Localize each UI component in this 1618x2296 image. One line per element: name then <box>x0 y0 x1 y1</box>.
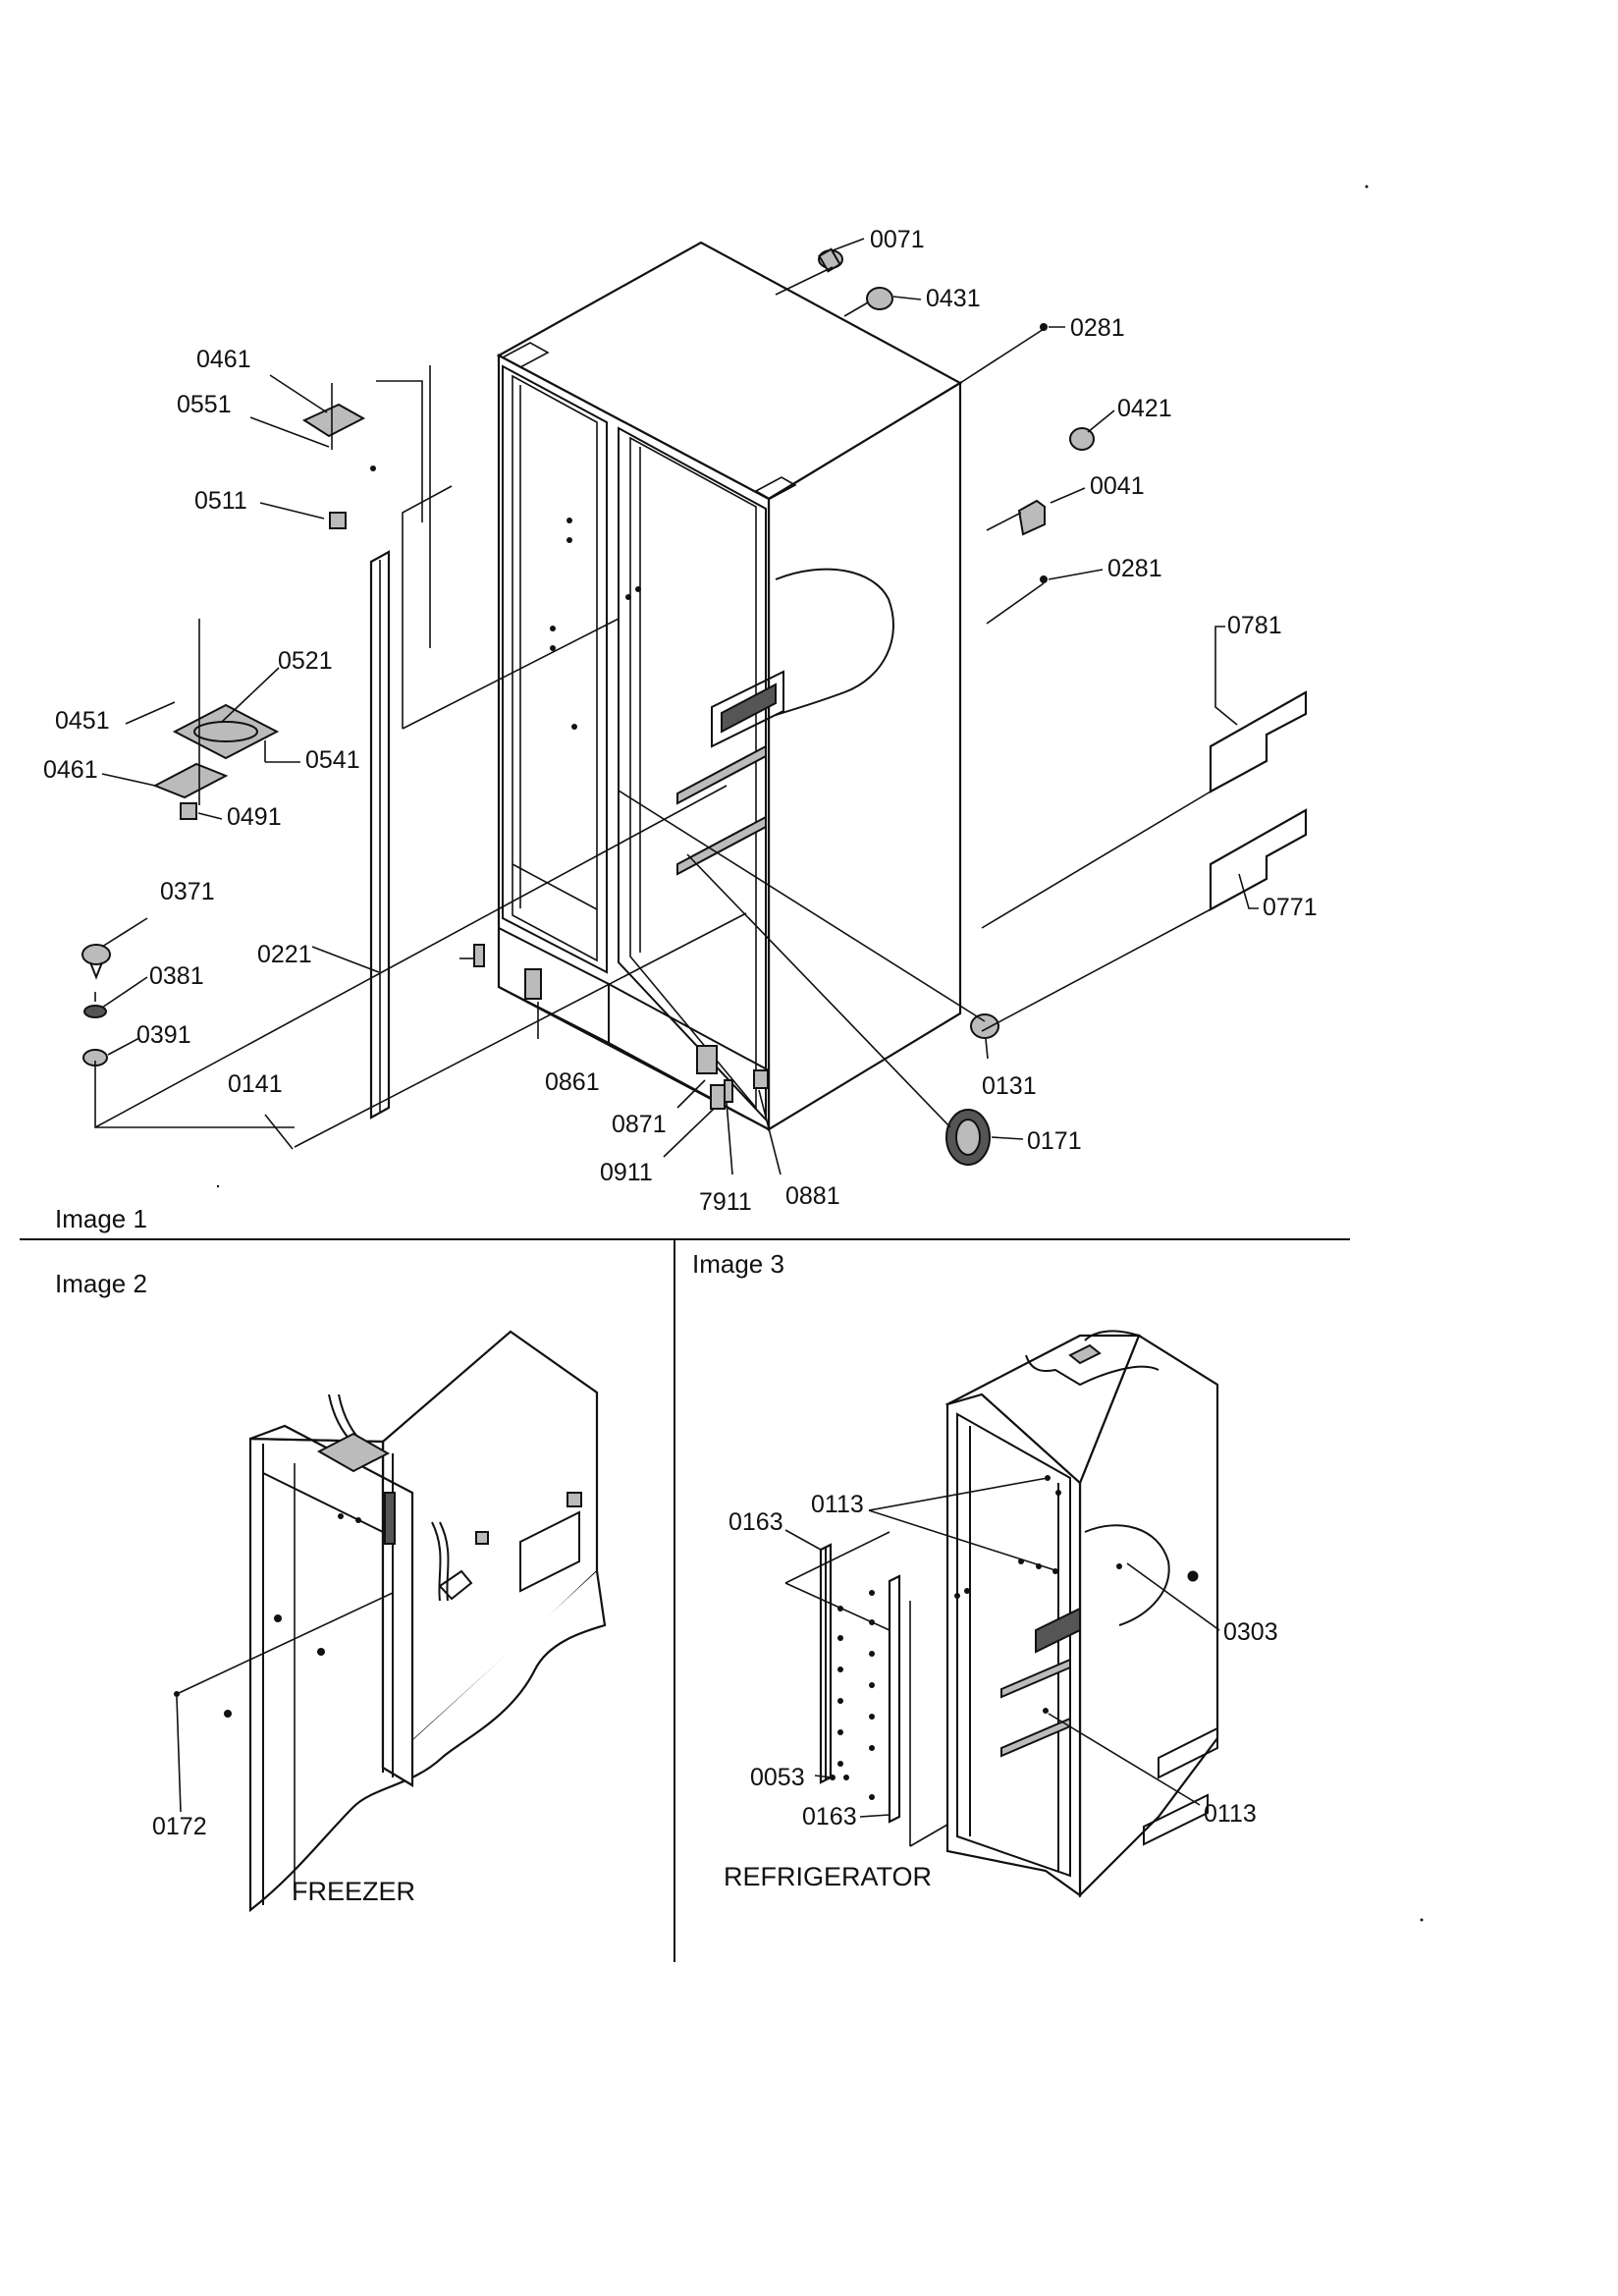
part-label-0281: 0281 <box>1070 314 1125 342</box>
part-label-0371: 0371 <box>160 878 215 905</box>
freezer-liner-view <box>174 1330 607 1913</box>
door-gasket-strip <box>369 550 391 1120</box>
part-label-0871: 0871 <box>612 1111 667 1138</box>
part-label-0071: 0071 <box>870 226 925 253</box>
part-label-0551: 0551 <box>177 391 232 418</box>
cabinet-assembly <box>496 241 963 1131</box>
part-label-0113-upper: 0113 <box>811 1491 864 1518</box>
part-label-0781: 0781 <box>1227 612 1282 639</box>
part-label-0461-lower: 0461 <box>43 756 98 784</box>
part-label-0881: 0881 <box>785 1182 840 1210</box>
part-label-0541: 0541 <box>305 746 360 774</box>
caption-refrigerator: REFRIGERATOR <box>724 1862 932 1891</box>
section-title-image-1: Image 1 <box>55 1204 147 1233</box>
rear-components <box>618 247 1095 1166</box>
section-title-image-3: Image 3 <box>692 1249 784 1279</box>
part-label-0421: 0421 <box>1117 395 1172 422</box>
leveler-parts <box>81 785 747 1148</box>
part-label-0163-lower: 0163 <box>802 1803 857 1831</box>
caption-freezer: FREEZER <box>292 1877 415 1906</box>
part-label-0113-lower: 0113 <box>1204 1800 1257 1828</box>
lower-hinge-parts <box>459 944 769 1110</box>
scan-speck <box>1365 185 1369 189</box>
part-label-0281-lower: 0281 <box>1107 555 1162 582</box>
part-label-0053: 0053 <box>750 1764 805 1791</box>
part-label-0431: 0431 <box>926 285 981 312</box>
part-label-0771: 0771 <box>1263 894 1318 921</box>
freezer-opening <box>502 364 608 974</box>
part-label-0131: 0131 <box>982 1072 1037 1100</box>
part-label-0451: 0451 <box>55 707 110 735</box>
part-label-0303: 0303 <box>1223 1618 1278 1646</box>
part-label-0491: 0491 <box>227 803 282 831</box>
part-label-0861: 0861 <box>545 1068 600 1096</box>
part-labels-image-1: 0071 0431 0281 0421 0041 0281 0781 0771 … <box>43 226 1318 1216</box>
part-label-0521: 0521 <box>278 647 333 675</box>
side-trim-panels <box>981 690 1308 1032</box>
door-hinge-hardware <box>152 365 620 820</box>
part-label-0171: 0171 <box>1027 1127 1082 1155</box>
part-label-7911: 7911 <box>699 1188 752 1216</box>
part-label-0041: 0041 <box>1090 472 1145 500</box>
scan-speck <box>216 1184 220 1188</box>
part-label-0511: 0511 <box>194 487 247 515</box>
part-label-0911: 0911 <box>600 1159 653 1186</box>
part-label-0461: 0461 <box>196 346 251 373</box>
door-strips-0163 <box>784 1531 948 1847</box>
side-cutaway <box>775 568 894 716</box>
part-label-0163-upper: 0163 <box>728 1508 783 1536</box>
leader-lines-image-1 <box>101 238 1259 1175</box>
part-label-0391: 0391 <box>136 1021 191 1049</box>
section-title-image-2: Image 2 <box>55 1269 147 1298</box>
part-label-0381: 0381 <box>149 962 204 990</box>
leader-lines-image-3 <box>784 1477 1220 1818</box>
part-label-0221: 0221 <box>257 941 312 968</box>
scan-speck <box>1420 1918 1424 1922</box>
refrigerator-liner-view <box>944 1330 1219 1898</box>
part-label-0172: 0172 <box>152 1813 207 1840</box>
cabinet-right-side <box>767 381 962 1131</box>
part-label-0141: 0141 <box>228 1070 283 1098</box>
